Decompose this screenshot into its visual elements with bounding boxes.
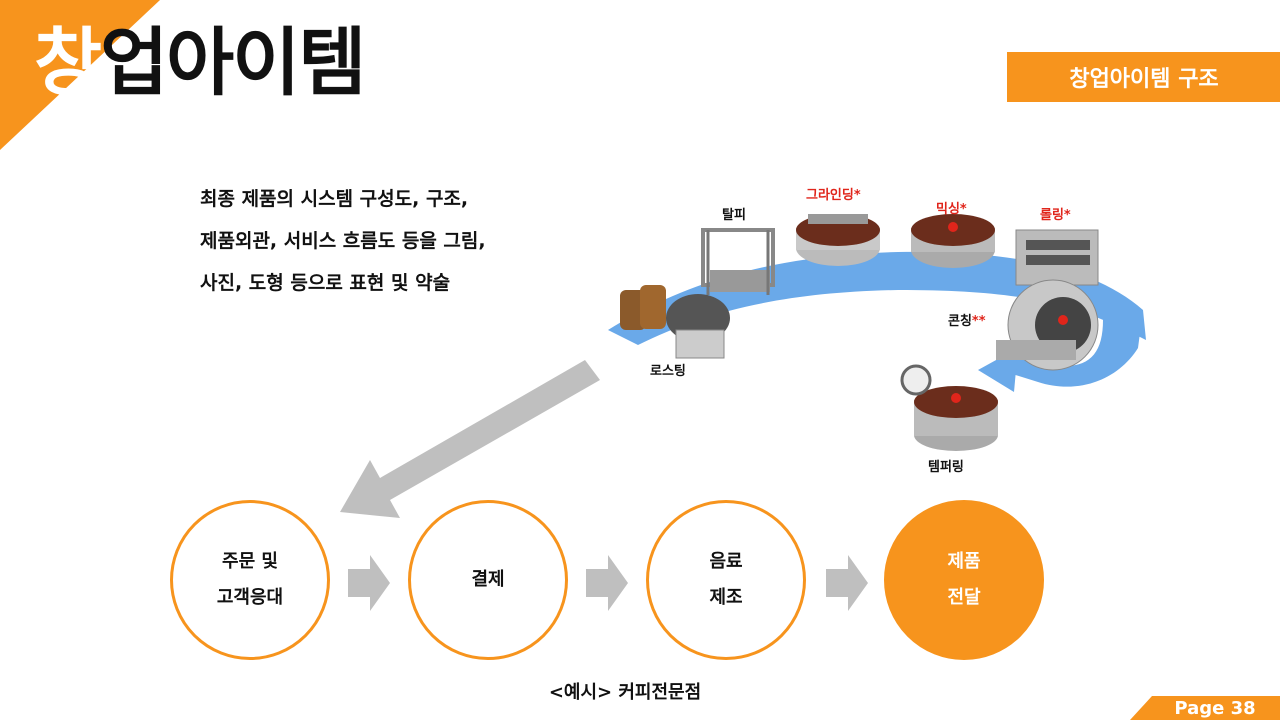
corner-accent (0, 0, 160, 150)
description-line: 사진, 도형 등으로 표현 및 약술 (200, 272, 451, 294)
step-beverage: 음료 제조 (646, 500, 806, 660)
label-roasting: 로스팅 (650, 364, 686, 379)
description: 최종 제품의 시스템 구성도, 구조, 제품외관, 서비스 흐름도 등을 그림,… (200, 178, 486, 304)
label-conching-mark: ** (971, 314, 986, 329)
step-line: 제조 (709, 587, 743, 608)
title-highlight: 창 (34, 20, 102, 106)
gauge-icon (900, 364, 932, 396)
step-line: 주문 및 (222, 551, 278, 572)
title-rest: 업아이템 (100, 20, 366, 106)
example-caption: <예시> 커피전문점 (548, 682, 702, 703)
description-line: 제품외관, 서비스 흐름도 등을 그림, (200, 230, 486, 252)
chevron-right-icon (826, 555, 868, 611)
step-line: 제품 (947, 551, 981, 572)
step-line: 전달 (947, 587, 981, 608)
label-talpi: 탈피 (722, 208, 746, 223)
chevron-right-icon (348, 555, 390, 611)
label-conching-text: 콘칭 (948, 314, 972, 329)
process-diagram: 탈피 그라인딩* 믹싱* 롤링* 콘칭** 로스팅 템퍼링 (598, 170, 1158, 480)
process-illustration (608, 214, 1146, 451)
step-order: 주문 및 고객응대 (170, 500, 330, 660)
chevron-right-icon (586, 555, 628, 611)
winnower-base-icon (710, 270, 770, 292)
step-line: 음료 (709, 551, 743, 572)
cacao-sack-icon (640, 285, 666, 329)
step-line: 고객응대 (216, 587, 284, 608)
flow-band-return (993, 310, 1143, 387)
page-number: Page 38 (1174, 697, 1256, 719)
page-title: 창업아이템 (34, 26, 366, 100)
roaster-base-icon (675, 329, 725, 359)
gray-arrow-icon (340, 360, 600, 518)
page-bar (1152, 696, 1280, 720)
label-conching: 콘칭** (948, 310, 986, 329)
cacao-sack-icon (620, 290, 646, 330)
step-payment: 결제 (408, 500, 568, 660)
label-rolling: 롤링* (1040, 208, 1071, 223)
label-mixing: 믹싱* (936, 202, 967, 217)
diagonal-arrow (340, 360, 600, 518)
section-tag: 창업아이템 구조 (1007, 52, 1280, 102)
page-bar-corner (1130, 696, 1152, 720)
description-line: 최종 제품의 시스템 구성도, 구조, (200, 188, 469, 210)
label-grinding: 그라인딩* (806, 188, 861, 203)
label-tempering: 템퍼링 (928, 460, 964, 475)
step-line: 결제 (471, 569, 505, 590)
step-delivery: 제품 전달 (884, 500, 1044, 660)
